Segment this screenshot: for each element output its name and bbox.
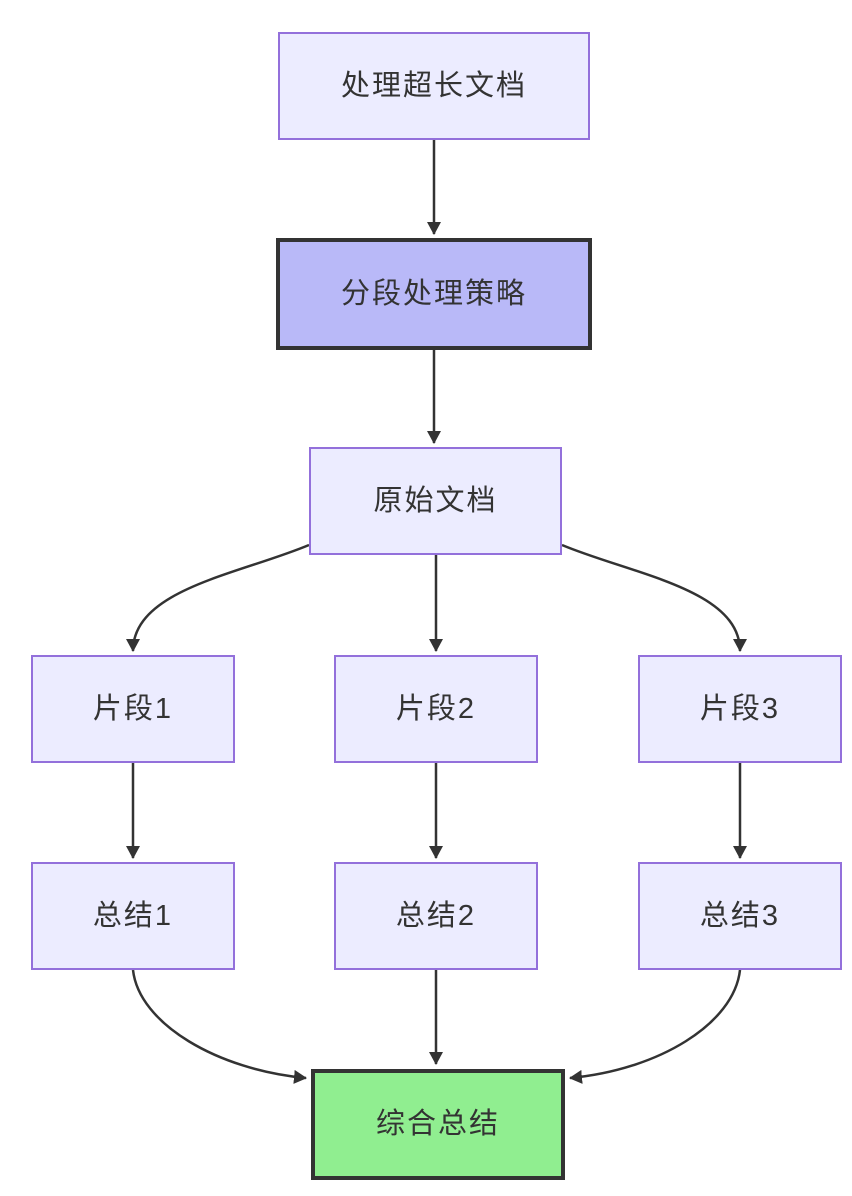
node-start-label: 处理超长文档	[340, 69, 527, 102]
edge-doc-seg1	[126, 543, 310, 652]
node-strategy: 分段处理策略	[276, 238, 592, 350]
node-summary-2-label: 总结2	[395, 899, 477, 932]
node-start: 处理超长文档	[278, 32, 590, 140]
node-final-summary: 综合总结	[311, 1069, 565, 1180]
node-segment-3-label: 片段3	[699, 692, 781, 725]
node-segment-1: 片段1	[31, 655, 235, 763]
edge-sum3-final	[569, 969, 742, 1084]
edge-sum1-final	[131, 969, 307, 1084]
node-original-doc: 原始文档	[309, 447, 562, 555]
node-summary-1-label: 总结1	[92, 899, 174, 932]
node-original-doc-label: 原始文档	[373, 484, 498, 517]
node-segment-1-label: 片段1	[92, 692, 174, 725]
node-segment-3: 片段3	[638, 655, 842, 763]
node-strategy-label: 分段处理策略	[340, 277, 527, 310]
node-summary-3-label: 总结3	[699, 899, 781, 932]
node-final-summary-label: 综合总结	[375, 1108, 500, 1140]
node-segment-2: 片段2	[334, 655, 538, 763]
node-summary-2: 总结2	[334, 862, 538, 970]
node-summary-1: 总结1	[31, 862, 235, 970]
node-summary-3: 总结3	[638, 862, 842, 970]
edge-doc-seg3	[561, 543, 747, 652]
node-segment-2-label: 片段2	[395, 692, 477, 725]
